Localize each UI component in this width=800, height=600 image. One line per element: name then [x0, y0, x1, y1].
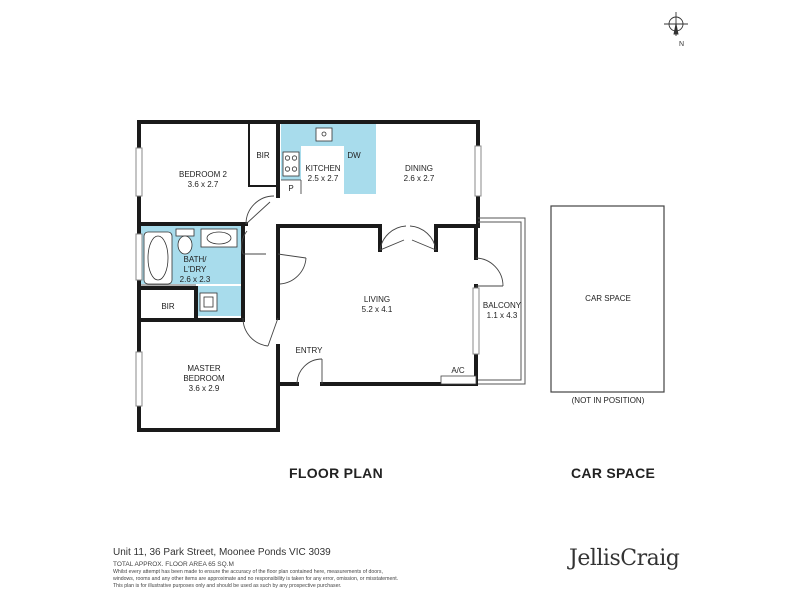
- cooktop: [282, 151, 300, 177]
- disclaimer-line-3: This plan is for illustrative purposes o…: [113, 583, 342, 589]
- door-swing: [241, 230, 248, 255]
- ac-label: A/C: [451, 366, 465, 375]
- bath-name-line1: BATH/: [184, 255, 208, 264]
- bath-name-line2: L'DRY: [184, 265, 207, 274]
- toilet-cistern: [175, 228, 195, 237]
- bath-dims: 2.6 x 2.3: [180, 275, 211, 284]
- door-leaf: [379, 239, 405, 251]
- car-space-title: CAR SPACE: [571, 465, 656, 481]
- bir-bottom-label: BIR: [161, 302, 175, 311]
- window: [474, 145, 482, 197]
- burner: [291, 166, 298, 172]
- car-space-name: CAR SPACE: [585, 294, 631, 303]
- fixtures: [141, 127, 333, 312]
- brand-logo: JellisCraig: [569, 546, 680, 571]
- address: Unit 11, 36 Park Street, Moonee Ponds VI…: [113, 547, 331, 558]
- car-space-note: (NOT IN POSITION): [572, 396, 645, 405]
- balcony-rail-inner: [478, 221, 522, 381]
- toilet-bowl: [177, 235, 193, 255]
- door-swing: [409, 225, 437, 251]
- window: [135, 351, 143, 407]
- master-dims: 3.6 x 2.9: [189, 384, 220, 393]
- vanity-basin: [206, 231, 232, 245]
- door-swing: [296, 358, 323, 385]
- bedroom2-name: BEDROOM 2: [179, 170, 228, 179]
- doors: [241, 195, 504, 385]
- car-space-outline: [550, 205, 665, 393]
- door-swing: [245, 195, 275, 225]
- door-leaf: [411, 239, 437, 251]
- kitchen-dims: 2.5 x 2.7: [308, 174, 339, 183]
- vanity: [200, 228, 238, 248]
- burner: [291, 155, 298, 161]
- disclaimer-line-2: windows, rooms and any other items are a…: [113, 576, 399, 582]
- entry-label: ENTRY: [296, 346, 324, 355]
- bedroom2-dims: 3.6 x 2.7: [188, 180, 219, 189]
- dishwasher-label: DW: [347, 151, 361, 160]
- window: [472, 287, 480, 355]
- room-labels: BEDROOM 2 3.6 x 2.7 BIR KITCHEN 2.5 x 2.…: [161, 151, 644, 405]
- door-leaf: [267, 317, 279, 347]
- living-dims: 5.2 x 4.1: [362, 305, 393, 314]
- ac-unit: [440, 375, 477, 385]
- door-leaf: [277, 253, 307, 259]
- kitchen-bench: [281, 124, 376, 194]
- kitchen-name: KITCHEN: [305, 164, 340, 173]
- compass-icon: [664, 12, 688, 36]
- master-name-line2: BEDROOM: [183, 374, 225, 383]
- bathtub: [143, 231, 173, 285]
- door-leaf: [245, 201, 271, 225]
- windows: [135, 145, 482, 407]
- living-name: LIVING: [364, 295, 390, 304]
- burner: [284, 155, 291, 161]
- window: [135, 147, 143, 197]
- bathtub-basin: [147, 235, 169, 281]
- kitchen-sink: [315, 127, 333, 142]
- window: [135, 233, 143, 281]
- compass-north-label: N: [679, 41, 684, 48]
- door-swing: [379, 225, 407, 251]
- master-name-line1: MASTER: [187, 364, 221, 373]
- bir-top-label: BIR: [256, 151, 270, 160]
- balcony-dims: 1.1 x 4.3: [487, 311, 518, 320]
- dining-dims: 2.6 x 2.7: [404, 174, 435, 183]
- sink-drain: [321, 131, 327, 137]
- dining-name: DINING: [405, 164, 433, 173]
- door-swing: [242, 317, 269, 347]
- burner: [284, 166, 291, 172]
- disclaimer-line-1: Whilst every attempt has been made to en…: [113, 569, 383, 575]
- balcony-outline: [478, 217, 526, 385]
- laundry-tub: [199, 292, 218, 312]
- balcony-rail: [478, 217, 526, 385]
- floor-plan-title: FLOOR PLAN: [289, 465, 383, 481]
- floor-area: TOTAL APPROX. FLOOR AREA 65 SQ.M: [113, 561, 234, 568]
- balcony-name: BALCONY: [483, 301, 522, 310]
- door-swing: [279, 257, 307, 285]
- door-swing: [475, 257, 504, 287]
- pantry-label: P: [288, 184, 293, 193]
- laundry-tub-inner: [203, 296, 214, 308]
